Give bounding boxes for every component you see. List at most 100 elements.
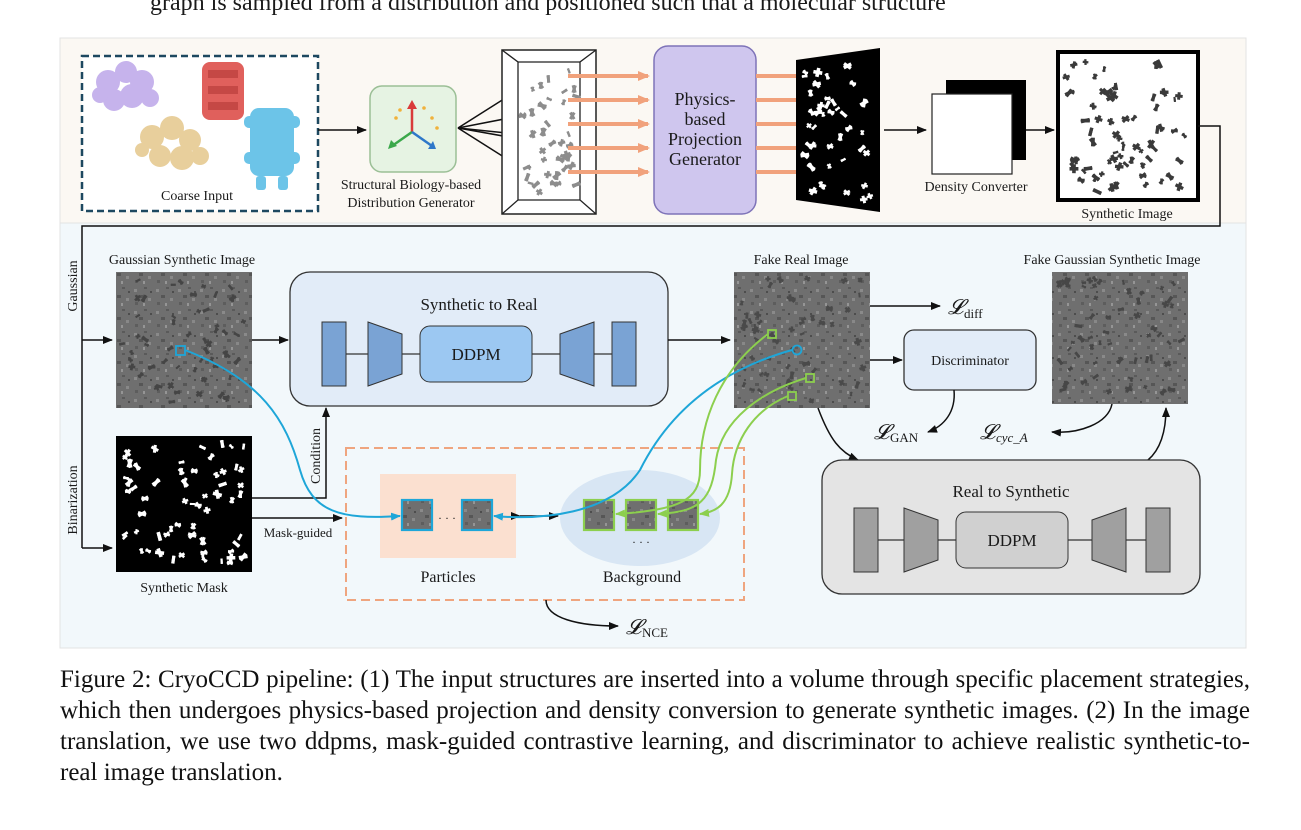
particle [821, 111, 825, 118]
particle [849, 391, 853, 397]
particle [190, 522, 197, 530]
arrow-disc-to-gan [927, 389, 955, 433]
particle [226, 354, 231, 358]
particle [571, 84, 577, 94]
background-ellipsis: · · · [632, 535, 650, 549]
particle [566, 131, 571, 138]
s2r-title: Synthetic to Real [420, 295, 537, 314]
dist-gen-label-line1: Structural Biology-based [341, 178, 481, 193]
particle [1120, 141, 1126, 147]
particle [1088, 277, 1092, 284]
particle [788, 295, 796, 304]
particle [754, 312, 762, 318]
protein-blue-structure [244, 108, 300, 190]
arrow-fakegauss-to-cyc [1051, 403, 1113, 437]
particle [122, 454, 129, 460]
particle [1087, 336, 1093, 339]
particle [1177, 337, 1186, 344]
particle [1081, 285, 1087, 289]
particle [203, 508, 211, 513]
particle [840, 278, 848, 283]
particle [1146, 333, 1152, 338]
particle [1074, 323, 1083, 329]
green-curve-1 [615, 333, 769, 518]
particle [1063, 380, 1068, 389]
particle [147, 365, 156, 369]
particle [1161, 301, 1170, 308]
physics-projection-generator: Physics- based Projection Generator [653, 45, 757, 215]
particle [1091, 173, 1101, 181]
particle [234, 463, 239, 471]
particle [866, 194, 874, 199]
particle [202, 556, 207, 563]
fake-gaussian-synthetic-image [1052, 272, 1188, 404]
particle [822, 183, 826, 190]
particle [552, 171, 562, 180]
particle [196, 309, 202, 313]
particle [544, 119, 551, 128]
coarse-input-label: Coarse Input [161, 189, 233, 204]
particle [152, 444, 157, 453]
particle [857, 145, 867, 153]
particle [861, 195, 867, 204]
particle [808, 188, 818, 194]
particle [1156, 125, 1165, 131]
green-curve-3 [699, 395, 789, 517]
particle [860, 129, 865, 136]
protein-red-structure [202, 62, 244, 120]
particle [1089, 313, 1095, 320]
particle [1096, 279, 1103, 285]
particle [1170, 129, 1178, 133]
particle [126, 458, 133, 469]
particle [168, 400, 176, 404]
particle [537, 101, 547, 111]
synthetic-image: Synthetic Image [1056, 50, 1200, 222]
particle [546, 75, 550, 83]
particle [742, 382, 746, 388]
particle [1113, 82, 1119, 91]
particle [825, 305, 834, 312]
particle [813, 110, 823, 115]
particle [567, 163, 576, 168]
particle [827, 110, 835, 114]
particle [202, 337, 208, 344]
particle [1062, 74, 1071, 80]
particle [1133, 357, 1138, 365]
particle [1173, 96, 1177, 103]
particle [817, 103, 825, 108]
particle [1149, 354, 1153, 362]
particle [135, 278, 141, 283]
particle [237, 533, 243, 541]
particle [229, 443, 234, 450]
particle [1078, 334, 1085, 343]
particle [1130, 377, 1133, 382]
particle [529, 107, 535, 117]
s2r-encoder-block-1 [321, 321, 347, 387]
particle [174, 522, 182, 527]
particle [1091, 102, 1095, 110]
particle [213, 472, 220, 478]
particle [548, 140, 557, 147]
particle [549, 179, 558, 188]
particle [772, 337, 779, 345]
particle [824, 72, 831, 80]
particle [1154, 61, 1158, 70]
particle [1071, 61, 1077, 69]
particle [189, 292, 198, 297]
condition-label: Condition [309, 428, 324, 484]
discriminator: Discriminator [903, 329, 1037, 391]
cyan-curve-gaussian-patch [184, 349, 401, 521]
particle [564, 153, 573, 162]
particle [202, 493, 208, 499]
particle [226, 560, 234, 566]
particle [238, 554, 248, 560]
particle [804, 275, 810, 282]
particles-ellipsis: · · · [438, 511, 456, 525]
gaussian-synthetic-image [116, 272, 252, 408]
particle [144, 342, 149, 348]
particle [200, 377, 208, 382]
particle [1129, 156, 1134, 164]
particle [802, 361, 811, 367]
particle [862, 149, 871, 157]
particle [528, 130, 537, 139]
